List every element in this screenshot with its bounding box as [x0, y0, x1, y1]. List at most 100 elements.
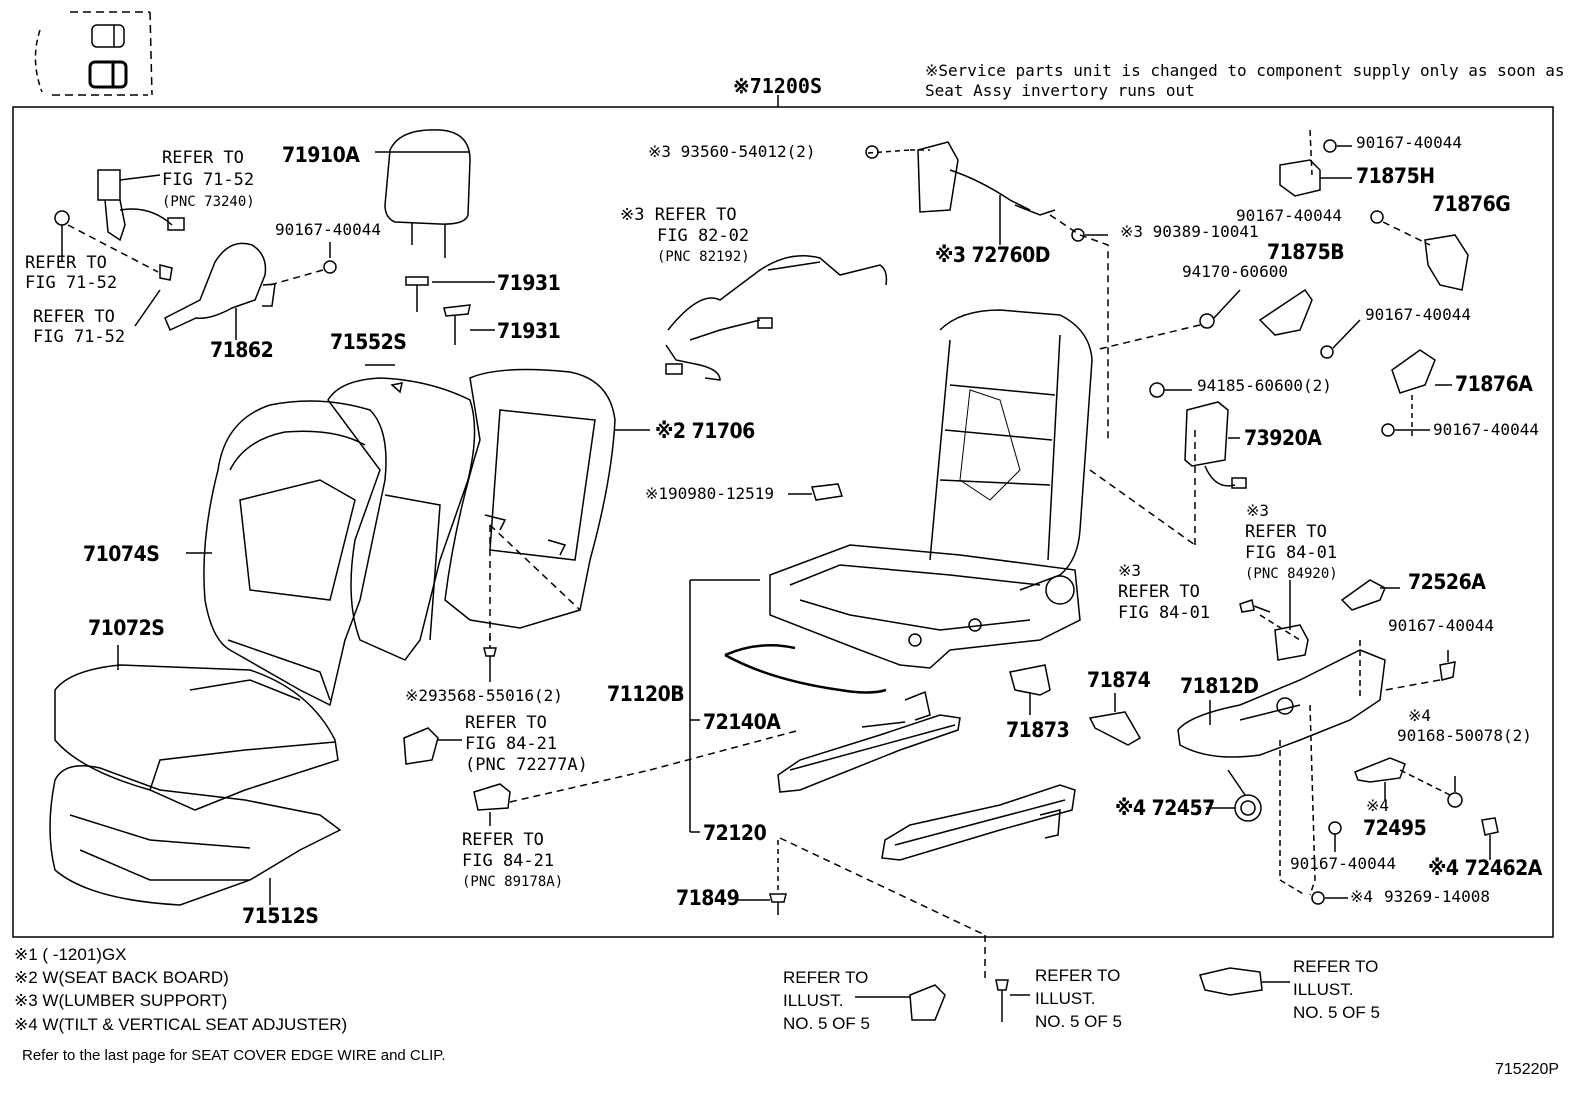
- seat-track-drawing: [649, 690, 1076, 980]
- refer-line: REFER TO: [33, 307, 115, 327]
- part-71706[interactable]: ※2 71706: [655, 419, 755, 443]
- part-71931-b[interactable]: 71931: [497, 319, 561, 343]
- refer-fig-84-01-b[interactable]: REFER TO FIG 84-01: [1118, 582, 1210, 624]
- part-72457[interactable]: ※4 72457: [1115, 796, 1215, 820]
- refer-line: FIG 84-21: [462, 851, 555, 871]
- note-mark-90168: ※4: [1408, 706, 1432, 725]
- part-71931-a[interactable]: 71931: [497, 271, 561, 295]
- part-90167-40044-b[interactable]: 90167-40044: [1356, 133, 1462, 152]
- track-bolt: [738, 840, 787, 915]
- part-71849[interactable]: 71849: [676, 886, 740, 910]
- note-mark-refer-84-01-a: ※3: [1246, 501, 1270, 520]
- refer-line: FIG 82-02: [657, 226, 750, 246]
- part-71072S[interactable]: 71072S: [88, 616, 165, 640]
- diagram-frame: [12, 106, 1554, 938]
- refer-line: REFER TO: [1035, 966, 1121, 985]
- assembly-part-number: ※71200S: [733, 74, 823, 98]
- part-90167-40044-a[interactable]: 90167-40044: [275, 220, 381, 239]
- part-71874[interactable]: 71874: [1087, 668, 1151, 692]
- frame-bracket: [689, 579, 887, 833]
- bottom-reference-parts: [855, 967, 1290, 1022]
- lumbar-module-drawing: [1089, 382, 1247, 546]
- seat-frame-drawing: [769, 309, 1093, 669]
- cushion-cover-drawing: [54, 645, 339, 811]
- part-71910A[interactable]: 71910A: [282, 143, 360, 167]
- part-90167-40044-g[interactable]: 90167-40044: [1290, 854, 1396, 873]
- refer-fig-84-01-a[interactable]: REFER TO FIG 84-01 (PNC 84920): [1245, 522, 1338, 585]
- part-71873[interactable]: 71873: [1006, 718, 1070, 742]
- part-71812D[interactable]: 71812D: [1180, 674, 1259, 698]
- note-mark-72495: ※4: [1366, 796, 1390, 815]
- part-94185-60600[interactable]: 94185-60600(2): [1197, 376, 1332, 395]
- part-190980-12519[interactable]: ※190980-12519: [645, 484, 774, 503]
- refer-line: REFER TO: [1118, 582, 1200, 602]
- refer-line: ※3 REFER TO: [620, 205, 737, 225]
- clip-parts: [403, 727, 651, 826]
- refer-line: REFER TO: [1245, 522, 1327, 542]
- part-94170-60600[interactable]: 94170-60600: [1182, 262, 1288, 281]
- refer-fig-82-02[interactable]: ※3 REFER TO FIG 82-02 (PNC 82192): [620, 205, 750, 268]
- refer-line: REFER TO: [462, 830, 544, 850]
- part-71875H[interactable]: 71875H: [1356, 164, 1435, 188]
- refer-line: FIG 71-52: [25, 273, 118, 293]
- part-73920A[interactable]: 73920A: [1244, 426, 1322, 450]
- part-90167-40044-e[interactable]: 90167-40044: [1433, 420, 1539, 439]
- part-72120[interactable]: 72120: [703, 821, 767, 845]
- refer-line: FIG 71-52: [33, 327, 126, 347]
- lumbar-switch-drawing: [1239, 580, 1309, 661]
- refer-illust-b[interactable]: REFER TO ILLUST. NO. 5 OF 5: [1035, 964, 1122, 1033]
- part-90167-40044-f[interactable]: 90167-40044: [1388, 616, 1494, 635]
- figure-id: 715220P: [1495, 1061, 1560, 1078]
- part-71875B[interactable]: 71875B: [1267, 240, 1345, 264]
- part-93568-55016[interactable]: ※293568-55016(2): [405, 686, 563, 705]
- part-93560-54012[interactable]: ※3 93560-54012(2): [648, 142, 816, 161]
- part-71862[interactable]: 71862: [210, 338, 274, 362]
- back-board-bolt: [483, 636, 497, 682]
- footnote-3: ※3 W(LUMBER SUPPORT): [14, 991, 228, 1010]
- lumbar-harness-drawing: [665, 255, 888, 381]
- part-71876A[interactable]: 71876A: [1455, 372, 1533, 396]
- part-90389-10041[interactable]: ※3 90389-10041: [1120, 222, 1259, 241]
- refer-line: ILLUST.: [1035, 989, 1096, 1008]
- upper-right-brackets: [1094, 129, 1469, 440]
- refer-fig-84-21-a[interactable]: REFER TO FIG 84-21 (PNC 72277A): [465, 713, 588, 776]
- part-72140A[interactable]: 72140A: [703, 710, 781, 734]
- part-71876G[interactable]: 71876G: [1432, 192, 1511, 216]
- refer-line: FIG 84-01: [1118, 603, 1211, 623]
- refer-line: (PNC 82192): [657, 249, 750, 265]
- refer-illust-a[interactable]: REFER TO ILLUST. NO. 5 OF 5: [783, 966, 870, 1035]
- part-72495[interactable]: 72495: [1363, 816, 1427, 840]
- headrest-guides: [405, 276, 495, 345]
- part-71552S[interactable]: 71552S: [330, 330, 407, 354]
- refer-fig-84-21-b[interactable]: REFER TO FIG 84-21 (PNC 89178A): [462, 830, 563, 893]
- part-72760D[interactable]: ※3 72760D: [935, 243, 1051, 267]
- refer-line: REFER TO: [783, 968, 869, 987]
- footnote-4: ※4 W(TILT & VERTICAL SEAT ADJUSTER): [14, 1015, 348, 1034]
- bottom-note: Refer to the last page for SEAT COVER ED…: [22, 1047, 446, 1064]
- refer-fig-71-52-a[interactable]: REFER TO FIG 71-52 (PNC 73240): [162, 147, 255, 213]
- part-90167-40044-d[interactable]: 90167-40044: [1365, 305, 1471, 324]
- service-note-line-2: Seat Assy invertory runs out: [925, 81, 1195, 100]
- part-90168-50078[interactable]: 90168-50078(2): [1397, 726, 1532, 745]
- note-mark-93269: ※4: [1350, 887, 1374, 906]
- seat-position-indicator: [34, 11, 153, 96]
- part-90167-40044-c[interactable]: 90167-40044: [1236, 206, 1342, 225]
- cushion-pad-drawing: [49, 765, 342, 906]
- part-72526A[interactable]: 72526A: [1408, 570, 1486, 594]
- connector-drawing: [788, 483, 843, 501]
- part-72462A[interactable]: ※4 72462A: [1428, 856, 1542, 880]
- part-71512S[interactable]: 71512S: [242, 904, 319, 928]
- part-93269-14008[interactable]: 93269-14008: [1384, 887, 1490, 906]
- note-mark-refer-84-01-b: ※3: [1118, 561, 1142, 580]
- refer-illust-c[interactable]: REFER TO ILLUST. NO. 5 OF 5: [1293, 955, 1380, 1024]
- adjuster-lever-drawing: [1311, 757, 1499, 905]
- refer-line: (PNC 84920): [1245, 566, 1338, 582]
- part-71074S[interactable]: 71074S: [83, 542, 160, 566]
- bracket-71873-71874: [1009, 664, 1142, 746]
- service-note-line-1: ※Service parts unit is changed to compon…: [925, 61, 1565, 80]
- refer-fig-71-52-c[interactable]: REFER TO FIG 71-52: [33, 307, 125, 347]
- headrest-drawing: [375, 129, 471, 258]
- refer-fig-71-52-b[interactable]: REFER TO FIG 71-52: [25, 253, 117, 293]
- part-71120B[interactable]: 71120B: [607, 682, 685, 706]
